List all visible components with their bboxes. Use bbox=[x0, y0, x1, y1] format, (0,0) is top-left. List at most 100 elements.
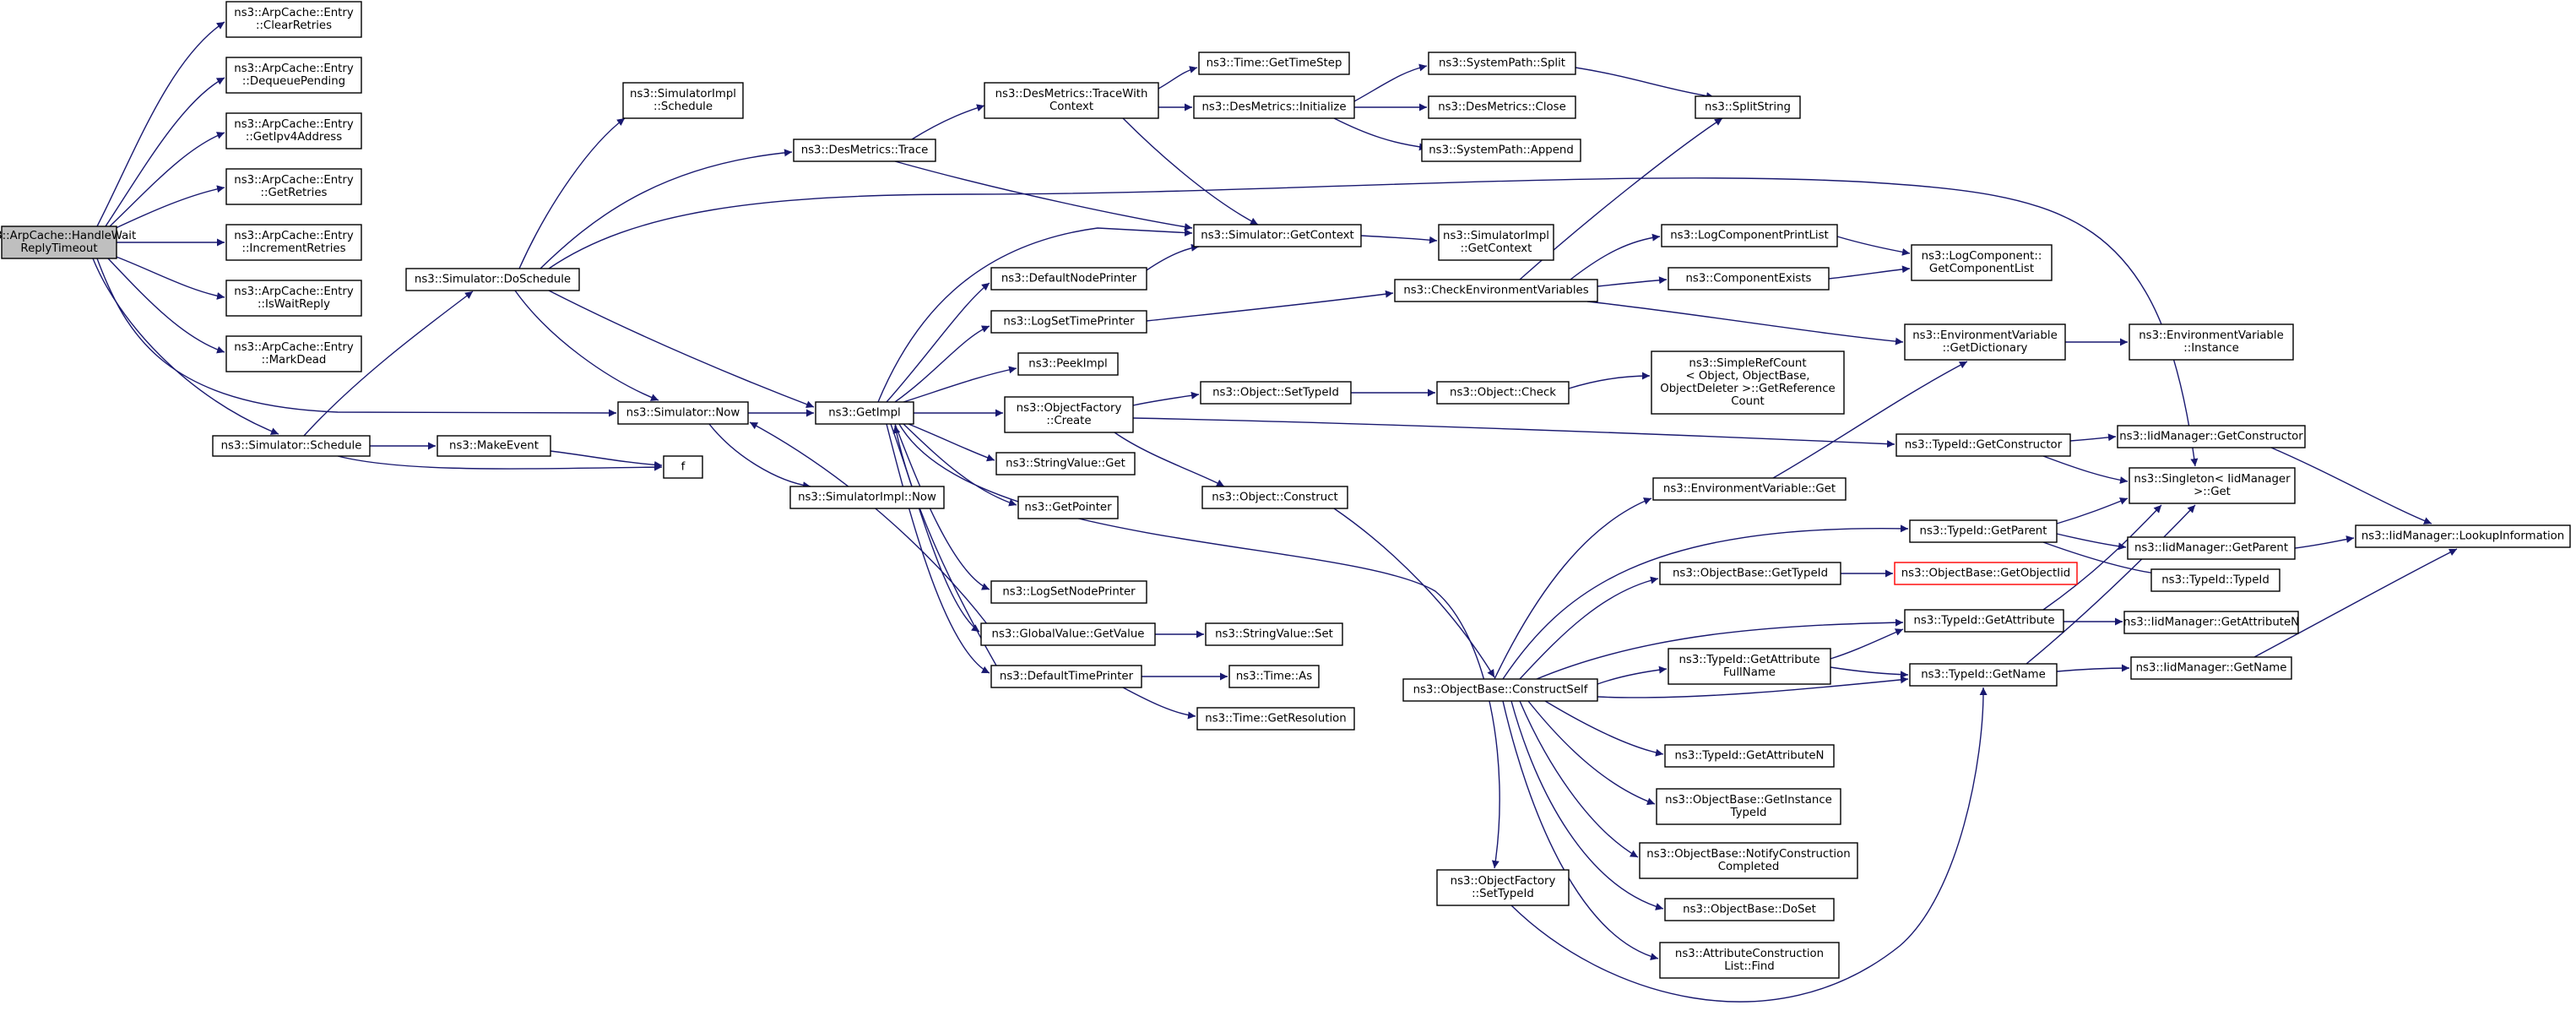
node-simplerefcount[interactable]: ns3::SimpleRefCount< Object, ObjectBase,… bbox=[1651, 350, 1845, 415]
node-iswaitreply[interactable]: ns3::ArpCache::Entry::IsWaitReply bbox=[225, 280, 362, 317]
node-logsettimeprinter[interactable]: ns3::LogSetTimePrinter bbox=[990, 310, 1147, 334]
node-label: ::GetDictionary bbox=[1943, 342, 2028, 355]
node-typeid_getparent[interactable]: ns3::TypeId::GetParent bbox=[1909, 519, 2058, 543]
node-label: ns3::Object::Construct bbox=[1212, 492, 1337, 504]
node-envvar_instance[interactable]: ns3::EnvironmentVariable::Instance bbox=[2129, 323, 2294, 361]
edge-desmetrics_trace-to-tracewithctx bbox=[911, 104, 985, 140]
node-ob_constructself[interactable]: ns3::ObjectBase::ConstructSelf bbox=[1402, 678, 1598, 702]
node-getpointer[interactable]: ns3::GetPointer bbox=[1017, 496, 1119, 519]
node-logsetnodeprinter[interactable]: ns3::LogSetNodePrinter bbox=[990, 580, 1147, 604]
node-typeid_getattr[interactable]: ns3::TypeId::GetAttribute bbox=[1904, 609, 2064, 633]
node-desmetrics_init[interactable]: ns3::DesMetrics::Initialize bbox=[1193, 95, 1355, 119]
node-typeid_getctor[interactable]: ns3::TypeId::GetConstructor bbox=[1895, 433, 2071, 457]
node-label: ns3::IidManager::GetParent bbox=[2134, 542, 2288, 555]
node-getimpl[interactable]: ns3::GetImpl bbox=[815, 401, 914, 425]
node-desmetrics_close[interactable]: ns3::DesMetrics::Close bbox=[1428, 95, 1576, 119]
node-singleton_get[interactable]: ns3::Singleton< IidManager>::Get bbox=[2129, 467, 2296, 504]
node-box bbox=[2355, 524, 2571, 548]
node-time_getts[interactable]: ns3::Time::GetTimeStep bbox=[1198, 52, 1350, 75]
node-iidmgr_getname[interactable]: ns3::IidManager::GetName bbox=[2130, 656, 2292, 680]
node-sp_split[interactable]: ns3::SystemPath::Split bbox=[1428, 52, 1576, 75]
node-iidmgr_getctor[interactable]: ns3::IidManager::GetConstructor bbox=[2117, 425, 2306, 448]
node-time_as[interactable]: ns3::Time::As bbox=[1228, 665, 1320, 688]
node-label: ns3::ObjectBase::GetInstance bbox=[1665, 794, 1832, 807]
node-stringvalue_set[interactable]: ns3::StringValue::Set bbox=[1205, 622, 1343, 646]
node-box bbox=[1895, 433, 2071, 457]
node-obj_settypeid[interactable]: ns3::Object::SetTypeId bbox=[1200, 381, 1352, 405]
edge-getimpl-to-gv_getvalue bbox=[890, 423, 980, 633]
node-envvar_getdict[interactable]: ns3::EnvironmentVariable::GetDictionary bbox=[1904, 323, 2066, 361]
node-getretries[interactable]: ns3::ArpCache::Entry::GetRetries bbox=[225, 168, 362, 205]
edge-sim_doschedule-to-simimpl_schedule bbox=[518, 117, 626, 269]
node-clearretries[interactable]: ns3::ArpCache::Entry::ClearRetries bbox=[225, 1, 362, 38]
node-objfactory_settypeid[interactable]: ns3::ObjectFactory::SetTypeId bbox=[1436, 869, 1570, 906]
node-label: ns3::EnvironmentVariable bbox=[2139, 329, 2284, 342]
node-obj_check[interactable]: ns3::Object::Check bbox=[1436, 381, 1570, 405]
node-box bbox=[1651, 350, 1845, 415]
node-logcompprintlist[interactable]: ns3::LogComponentPrintList bbox=[1661, 224, 1838, 247]
node-box bbox=[1438, 224, 1554, 261]
node-ob_gettypeid[interactable]: ns3::ObjectBase::GetTypeId bbox=[1659, 562, 1841, 585]
node-simimpl_schedule[interactable]: ns3::SimulatorImpl::Schedule bbox=[622, 82, 744, 119]
node-box bbox=[1911, 244, 2053, 281]
node-box bbox=[1436, 381, 1570, 405]
node-defnodeprinter[interactable]: ns3::DefaultNodePrinter bbox=[990, 267, 1147, 291]
edge-tracewithctx-to-time_getts bbox=[1158, 66, 1198, 90]
node-markdead[interactable]: ns3::ArpCache::Entry::MarkDead bbox=[225, 335, 362, 372]
node-typeid_getattrn[interactable]: ns3::TypeId::GetAttributeN bbox=[1664, 744, 1835, 768]
node-f[interactable]: f bbox=[663, 455, 703, 479]
node-ob_notify[interactable]: ns3::ObjectBase::NotifyConstructionCompl… bbox=[1639, 842, 1858, 879]
node-compexists[interactable]: ns3::ComponentExists bbox=[1668, 267, 1830, 291]
node-sim_doschedule[interactable]: ns3::Simulator::DoSchedule bbox=[405, 268, 580, 291]
node-box bbox=[1421, 139, 1581, 162]
node-stringvalue_get[interactable]: ns3::StringValue::Get bbox=[995, 452, 1136, 475]
node-box bbox=[980, 622, 1156, 646]
node-box bbox=[1909, 663, 2058, 687]
node-sim_now[interactable]: ns3::Simulator::Now bbox=[617, 401, 749, 425]
node-box bbox=[1017, 352, 1119, 376]
node-box bbox=[1193, 95, 1355, 119]
node-simimpl_now[interactable]: ns3::SimulatorImpl::Now bbox=[789, 486, 945, 509]
node-label: < Object, ObjectBase, bbox=[1685, 370, 1809, 383]
node-envvar_get[interactable]: ns3::EnvironmentVariable::Get bbox=[1652, 477, 1847, 501]
node-checkenvvars[interactable]: ns3::CheckEnvironmentVariables bbox=[1394, 279, 1598, 302]
node-box bbox=[1909, 519, 2058, 543]
node-objfactory_create[interactable]: ns3::ObjectFactory::Create bbox=[1004, 396, 1134, 433]
node-sim_schedule[interactable]: ns3::Simulator::Schedule bbox=[212, 435, 371, 457]
node-gv_getvalue[interactable]: ns3::GlobalValue::GetValue bbox=[980, 622, 1156, 646]
node-sp_append[interactable]: ns3::SystemPath::Append bbox=[1421, 139, 1581, 162]
node-simimpl_getctx[interactable]: ns3::SimulatorImpl::GetContext bbox=[1438, 224, 1554, 261]
node-dequeuepending[interactable]: ns3::ArpCache::Entry::DequeuePending bbox=[225, 57, 362, 94]
node-ob_getobjectiid[interactable]: ns3::ObjectBase::GetObjectIid bbox=[1894, 562, 2078, 585]
edge-ob_constructself-to-typeid_getattrn bbox=[1544, 700, 1664, 757]
node-ob_doset[interactable]: ns3::ObjectBase::DoSet bbox=[1664, 898, 1835, 921]
node-typeid_typeid[interactable]: ns3::TypeId::TypeId bbox=[2150, 568, 2280, 592]
node-deftimeprinter[interactable]: ns3::DefaultTimePrinter bbox=[990, 665, 1142, 688]
edge-sim_schedule-to-sim_doschedule bbox=[303, 291, 474, 437]
node-label: Context bbox=[1049, 101, 1093, 113]
node-box bbox=[1428, 95, 1576, 119]
node-peekimpl[interactable]: ns3::PeekImpl bbox=[1017, 352, 1119, 376]
node-obj_construct[interactable]: ns3::Object::Construct bbox=[1201, 486, 1348, 509]
node-box bbox=[789, 486, 945, 509]
node-typeid_getname[interactable]: ns3::TypeId::GetName bbox=[1909, 663, 2058, 687]
node-incretries[interactable]: ns3::ArpCache::Entry::IncrementRetries bbox=[225, 224, 362, 261]
node-time_getres[interactable]: ns3::Time::GetResolution bbox=[1196, 707, 1355, 731]
node-desmetrics_trace[interactable]: ns3::DesMetrics::Trace bbox=[793, 139, 936, 162]
node-logcomp_getlist[interactable]: ns3::LogComponent::GetComponentList bbox=[1911, 244, 2053, 281]
edge-envvar_get-to-envvar_getdict bbox=[1772, 361, 1968, 479]
node-box bbox=[990, 665, 1142, 688]
node-iidmgr_getattrn[interactable]: ns3::IidManager::GetAttributeN bbox=[2123, 611, 2299, 634]
node-sim_getctx[interactable]: ns3::Simulator::GetContext bbox=[1193, 224, 1362, 247]
node-getipv4[interactable]: ns3::ArpCache::Entry::GetIpv4Address bbox=[225, 112, 362, 149]
node-label: ns3::SimulatorImpl::Now bbox=[798, 492, 936, 504]
node-iidmgr_lookup[interactable]: ns3::IidManager::LookupInformation bbox=[2355, 524, 2571, 548]
node-splitstring[interactable]: ns3::SplitString bbox=[1695, 95, 1801, 119]
node-makeevent[interactable]: ns3::MakeEvent bbox=[437, 435, 551, 457]
node-iidmgr_getparent[interactable]: ns3::IidManager::GetParent bbox=[2127, 536, 2296, 560]
